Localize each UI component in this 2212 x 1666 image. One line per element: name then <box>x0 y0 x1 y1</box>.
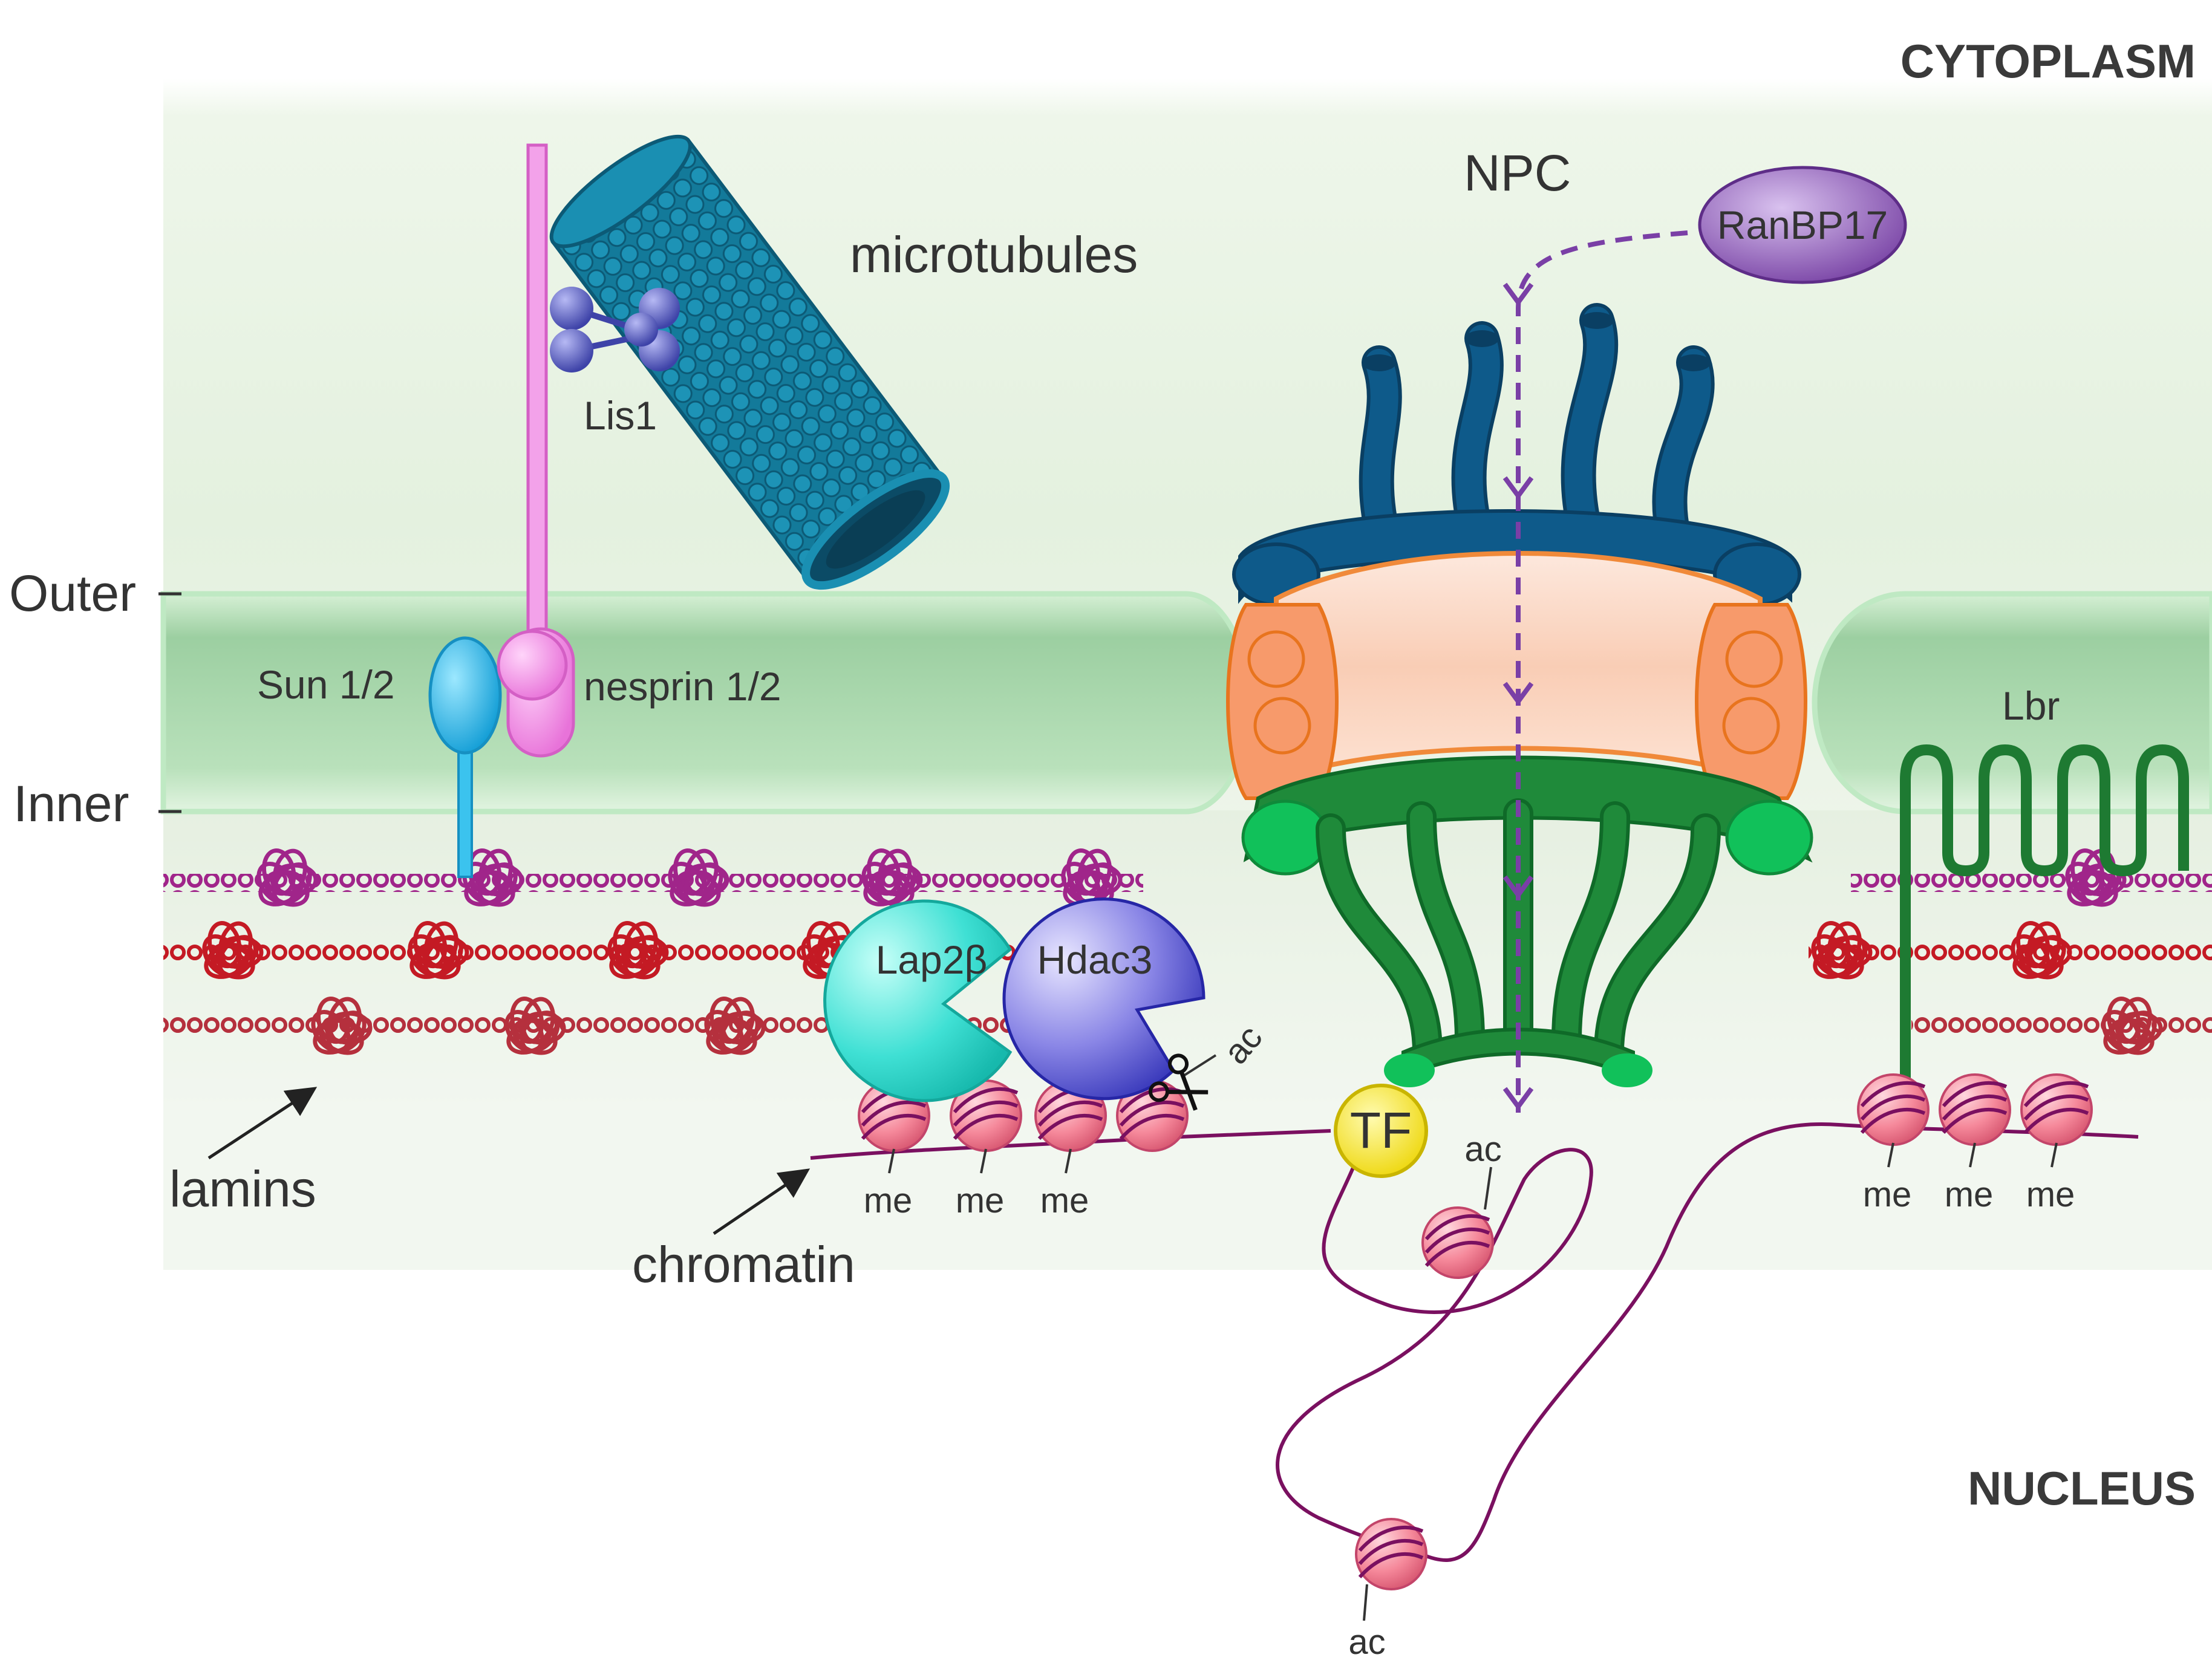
cytoplasm-label: CYTOPLASM <box>1900 34 2196 88</box>
nucleosome <box>1421 1206 1494 1279</box>
npc-label: NPC <box>1464 145 1571 201</box>
chromatin-pointer <box>713 1168 811 1235</box>
lamin-c-knot <box>2101 997 2163 1055</box>
tf-label: TF <box>1350 1102 1412 1159</box>
hdac3-label: Hdac3 <box>1037 937 1153 982</box>
me-label: me <box>1040 1181 1089 1220</box>
ranbp17-label: RanBP17 <box>1717 203 1888 247</box>
nucleosome <box>2020 1073 2093 1146</box>
lamin-a-knot <box>462 848 524 907</box>
microtubule-lumen <box>826 490 925 569</box>
lap2b-protein <box>823 899 1013 1102</box>
scissors-icon <box>1148 1053 1209 1111</box>
me-label: me <box>1945 1175 1994 1214</box>
nucleosome <box>1939 1073 2011 1146</box>
outer-membrane-label: Outer <box>9 565 136 622</box>
me-label: me <box>956 1181 1005 1220</box>
lbr-protein <box>1900 744 2189 1088</box>
lamin-b-knot <box>2011 921 2072 980</box>
inner-membrane-label: Inner <box>13 775 129 832</box>
lamins-label: lamins <box>169 1160 316 1217</box>
lamin-a-knot <box>2065 848 2127 907</box>
sun-protein <box>428 636 502 878</box>
nesprin-protein <box>497 627 575 758</box>
lamin-chain-top-right <box>1851 874 2212 892</box>
npc-spoke-right <box>1695 603 1807 800</box>
lamin-b-knot <box>202 921 264 980</box>
me-label: me <box>864 1181 913 1220</box>
hdac3-protein <box>1002 897 1206 1101</box>
lis1-protein <box>550 287 680 373</box>
microtubules-label: microtubules <box>850 226 1138 283</box>
lamin-b-knot <box>607 921 669 980</box>
me-label: me <box>2026 1175 2075 1214</box>
tf-protein <box>1334 1084 1428 1178</box>
nucleosome <box>1355 1518 1427 1590</box>
nucleus-label: NUCLEUS <box>1968 1462 2196 1515</box>
chromatin-label: chromatin <box>632 1236 855 1293</box>
lap2b-label: Lap2β <box>876 937 988 982</box>
lamin-b-knot <box>1811 921 1873 980</box>
sun-label: Sun 1/2 <box>257 662 395 707</box>
lamin-chain-middle-right <box>1809 943 2212 962</box>
me-label: me <box>1863 1175 1912 1214</box>
nesprin-label: nesprin 1/2 <box>584 664 781 709</box>
npc-cytoplasmic-filaments <box>1359 303 1715 562</box>
lamin-a-knot <box>861 848 923 907</box>
lamin-c-knot <box>504 997 566 1055</box>
import-arrowheads <box>1502 282 1534 1111</box>
lamin-c-knot <box>311 997 373 1055</box>
nucleosome <box>1857 1073 1930 1146</box>
lamin-a-knot <box>256 848 318 907</box>
lamin-chain-bottom-right <box>1911 1016 2212 1034</box>
nucleosome-set <box>858 1073 2093 1590</box>
microtubule-top <box>549 134 692 249</box>
lamin-b-knot <box>408 921 469 980</box>
ac-label-loop-top: ac <box>1464 1130 1501 1169</box>
lis1-label: Lis1 <box>584 393 657 438</box>
lamin-c-knot <box>704 997 766 1055</box>
lbr-label: Lbr <box>2002 683 2060 728</box>
microtubule <box>549 134 950 590</box>
nesprin-rod <box>526 143 548 643</box>
lamin-a-knot <box>668 848 729 907</box>
lamin-a-knot <box>1061 848 1123 907</box>
ranbp17-protein <box>1698 166 1907 284</box>
ac-label-loop-bottom: ac <box>1348 1622 1385 1662</box>
lamins-pointer <box>207 1087 318 1160</box>
lamin-chain-bottom <box>163 1016 1143 1034</box>
lamin-chain-top <box>163 874 1143 892</box>
